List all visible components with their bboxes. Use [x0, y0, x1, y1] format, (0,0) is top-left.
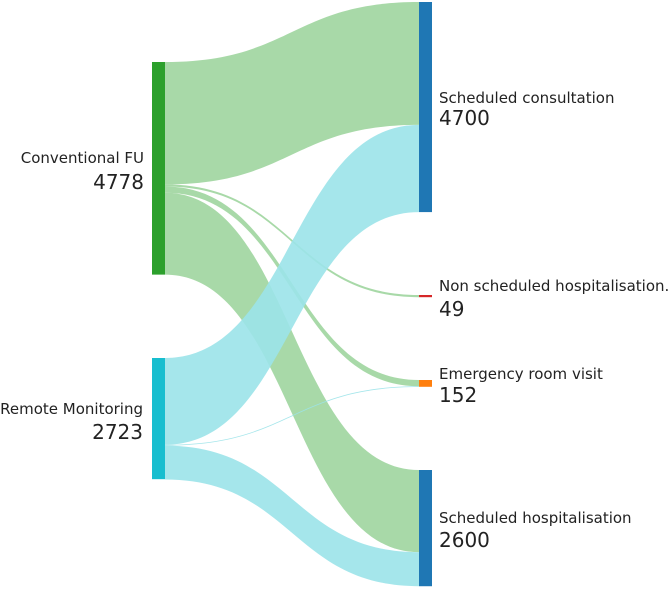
node-consultation	[419, 2, 432, 213]
scheduled-hospitalisation-value: 2600	[439, 528, 490, 552]
flow-conventional-to-hosp	[165, 192, 419, 553]
conventional-fu-label: Conventional FU	[21, 149, 144, 167]
emergency-room-visit-label: Emergency room visit	[439, 365, 603, 383]
scheduled-consultation-value: 4700	[439, 106, 490, 130]
flow-conventional-to-consultation	[165, 2, 419, 185]
flow-conventional-to-nonsched	[165, 184, 419, 298]
scheduled-hospitalisation-label: Scheduled hospitalisation	[439, 509, 632, 527]
scheduled-consultation-label: Scheduled consultation	[439, 89, 614, 107]
node-conventional	[152, 62, 165, 275]
node-hosp	[419, 470, 432, 587]
emergency-room-visit-value: 152	[439, 383, 477, 407]
conventional-fu-value: 4778	[93, 170, 144, 194]
flow-remote-to-consultation	[165, 124, 419, 445]
node-remote	[152, 358, 165, 480]
node-er	[419, 380, 432, 387]
non-scheduled-hospitalisation-value: 49	[439, 297, 464, 321]
flow-remote-to-hosp	[165, 445, 419, 587]
diagram-nodes	[152, 2, 432, 587]
remote-monitoring-label: Remote Monitoring	[0, 400, 143, 418]
node-nonsched	[419, 295, 432, 298]
remote-monitoring-value: 2723	[92, 420, 143, 444]
non-scheduled-hospitalisation-label: Non scheduled hospitalisation.	[439, 277, 669, 295]
flow-remote-to-er	[165, 386, 419, 446]
flow-links	[165, 2, 419, 587]
